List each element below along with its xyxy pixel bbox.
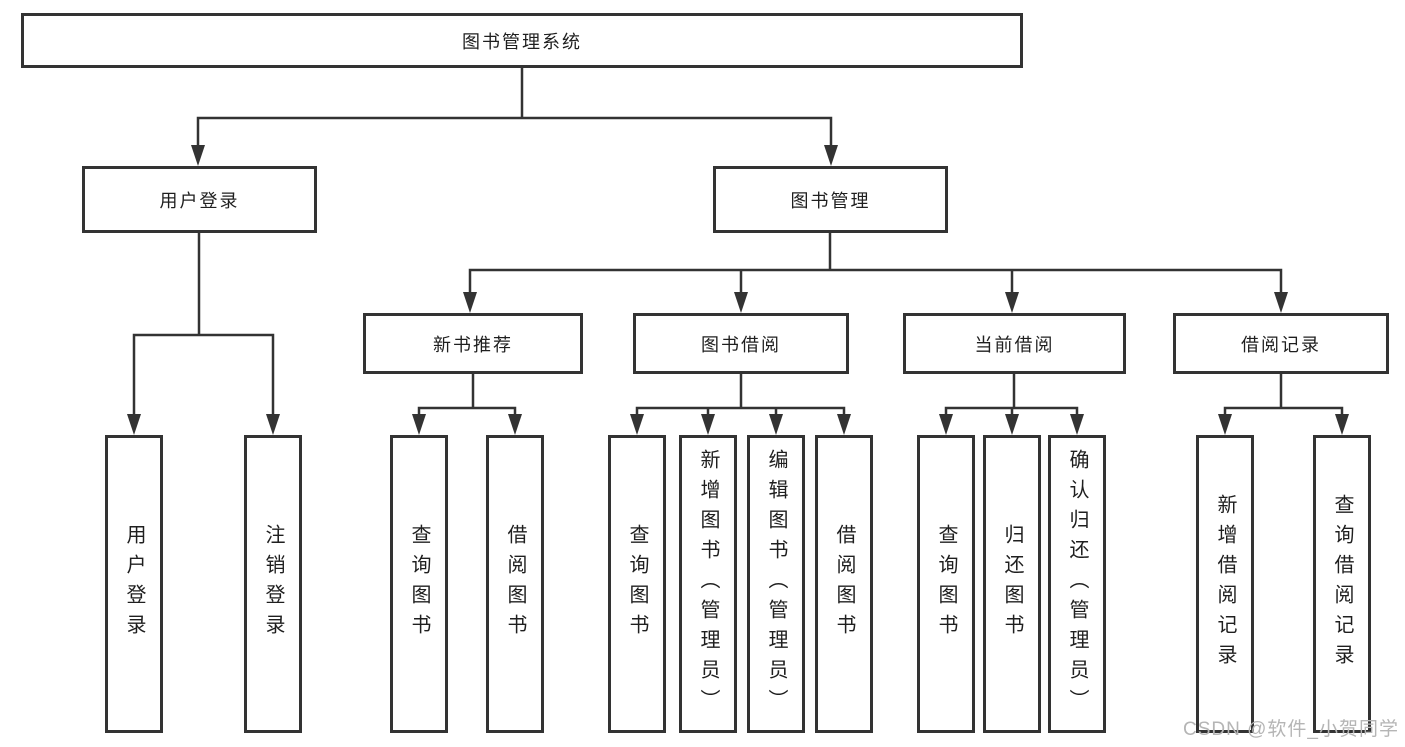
arrowhead	[1005, 414, 1019, 435]
arrowhead	[191, 145, 205, 166]
arrowhead	[630, 414, 644, 435]
node-label: 确认归还（管理员）	[1066, 449, 1088, 719]
leaf-current-return-book: 归还图书	[983, 435, 1041, 733]
node-current-borrowing: 当前借阅	[903, 313, 1126, 374]
node-user-login: 用户登录	[82, 166, 317, 233]
leaf-logout: 注销登录	[244, 435, 302, 733]
leaf-records-query-record: 查询借阅记录	[1313, 435, 1371, 733]
node-label: 用户登录	[159, 190, 240, 211]
arrowhead	[837, 414, 851, 435]
node-book-borrowing: 图书借阅	[633, 313, 849, 374]
node-label: 图书管理	[790, 190, 871, 211]
node-label: 新增图书（管理员）	[697, 449, 719, 719]
node-label: 图书管理系统	[462, 31, 582, 52]
node-book-management: 图书管理	[713, 166, 948, 233]
node-label: 查询借阅记录	[1331, 494, 1353, 674]
leaf-current-query-book: 查询图书	[917, 435, 975, 733]
node-label: 借阅记录	[1241, 334, 1321, 355]
node-label: 新增借阅记录	[1214, 494, 1236, 674]
leaf-recommend-query-book: 查询图书	[390, 435, 448, 733]
arrowhead	[412, 414, 426, 435]
arrowhead	[769, 414, 783, 435]
arrowhead	[1070, 414, 1084, 435]
node-new-book-recommendation: 新书推荐	[363, 313, 583, 374]
arrowhead	[1218, 414, 1232, 435]
leaf-user-login: 用户登录	[105, 435, 163, 733]
node-label: 查询图书	[626, 524, 648, 644]
node-label: 借阅图书	[833, 524, 855, 644]
node-label: 编辑图书（管理员）	[765, 449, 787, 719]
connectors	[127, 66, 1349, 435]
node-label: 归还图书	[1001, 524, 1023, 644]
arrowhead	[266, 414, 280, 435]
node-label: 图书借阅	[701, 334, 781, 355]
arrowhead	[824, 145, 838, 166]
node-label: 查询图书	[935, 524, 957, 644]
csdn-watermark: CSDN @软件_小贺同学	[1183, 719, 1399, 740]
arrowhead	[701, 414, 715, 435]
leaf-borrowing-add-book-admin: 新增图书（管理员）	[679, 435, 737, 733]
arrowhead	[127, 414, 141, 435]
arrowhead	[939, 414, 953, 435]
arrowhead	[463, 292, 477, 313]
leaf-current-confirm-return-admin: 确认归还（管理员）	[1048, 435, 1106, 733]
arrowhead	[1274, 292, 1288, 313]
node-label: 注销登录	[262, 524, 284, 644]
leaf-borrowing-borrow-book: 借阅图书	[815, 435, 873, 733]
node-borrowing-records: 借阅记录	[1173, 313, 1389, 374]
leaf-recommend-borrow-book: 借阅图书	[486, 435, 544, 733]
arrowhead	[734, 292, 748, 313]
node-label: 借阅图书	[504, 524, 526, 644]
leaf-records-add-record: 新增借阅记录	[1196, 435, 1254, 733]
leaf-borrowing-edit-book-admin: 编辑图书（管理员）	[747, 435, 805, 733]
leaf-borrowing-query-book: 查询图书	[608, 435, 666, 733]
arrowhead	[1005, 292, 1019, 313]
arrowhead	[508, 414, 522, 435]
node-library-management-system: 图书管理系统	[21, 13, 1023, 68]
node-label: 当前借阅	[974, 334, 1055, 355]
node-label: 新书推荐	[433, 334, 513, 355]
node-label: 查询图书	[408, 524, 430, 644]
arrowhead	[1335, 414, 1349, 435]
node-label: 用户登录	[123, 524, 145, 644]
